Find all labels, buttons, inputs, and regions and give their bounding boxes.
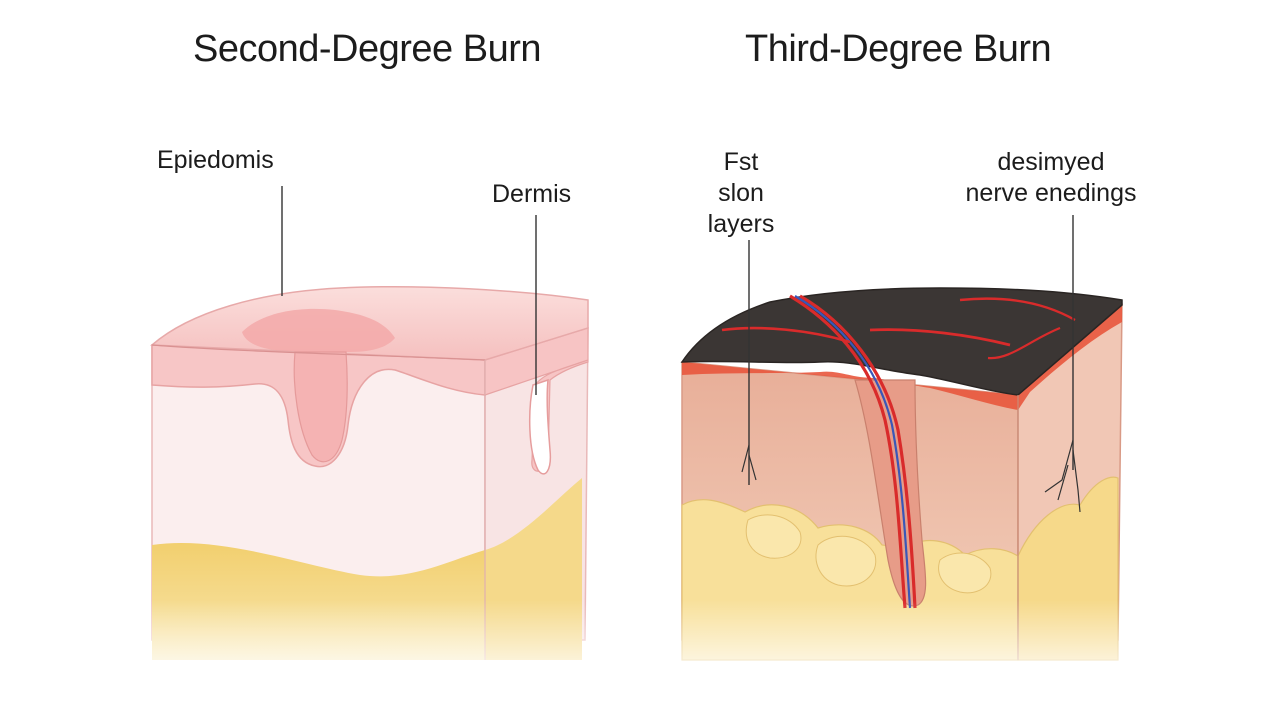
layer-division-line	[151, 344, 486, 361]
burnt-band-front	[682, 362, 1018, 410]
nerve-endings-label: desimyed nerve enedings	[965, 148, 1137, 207]
dermis-label: Dermis	[492, 180, 572, 208]
blood-vessel-branch	[987, 326, 1061, 360]
blood-vessel	[799, 294, 917, 609]
fat-globule	[745, 514, 802, 559]
fat-globule	[938, 552, 992, 594]
fat-layers-label: Fst slon layers	[707, 148, 775, 238]
bottom-fade	[130, 600, 610, 690]
fat-globule	[815, 535, 877, 587]
blood-vessel-branch	[959, 297, 1076, 322]
nerve-ending-fray	[1044, 439, 1081, 513]
bottom-fade	[660, 600, 1140, 690]
nerve-fiber	[794, 295, 912, 609]
second-degree-skin-block	[130, 286, 610, 690]
blood-vessel	[789, 294, 907, 609]
dermis-pocket	[528, 378, 552, 475]
epidermis-label: Epiedomis	[157, 146, 274, 174]
second-degree-title: Second-Degree Burn	[193, 28, 542, 70]
third-degree-skin-block	[660, 287, 1140, 690]
fat-leader-fray	[741, 444, 757, 481]
blister-cavity	[293, 351, 348, 463]
burnt-band-side	[1018, 305, 1122, 410]
blood-vessel-branch	[721, 326, 851, 344]
charred-surface	[680, 287, 1123, 396]
third-degree-title: Third-Degree Burn	[745, 28, 1052, 70]
blister	[242, 308, 395, 352]
blood-vessel-branch	[869, 328, 1011, 347]
